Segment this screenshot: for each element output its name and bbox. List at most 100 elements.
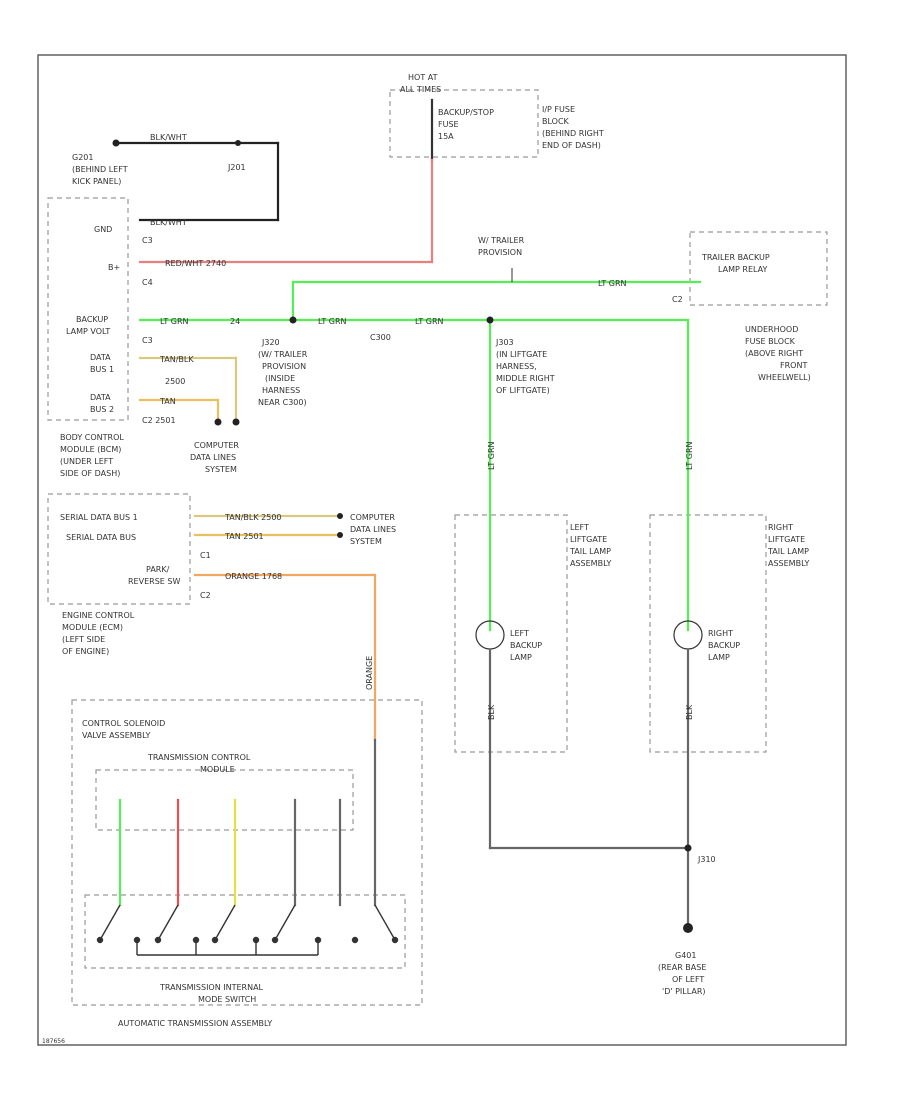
right-tail-lamp-box	[649, 514, 767, 753]
label-tan-blk-2: TAN/BLK 2500	[224, 513, 282, 522]
ecm-box	[47, 493, 191, 605]
label-computer-data-b1: COMPUTER	[350, 513, 395, 522]
label-csv-1: CONTROL SOLENOID	[82, 719, 165, 728]
label-left-backup-3: LAMP	[510, 653, 532, 662]
label-right-backup-2: BACKUP	[708, 641, 740, 650]
label-bcm-4: SIDE OF DASH)	[60, 469, 120, 478]
label-computer-data-2: DATA LINES	[190, 453, 236, 462]
label-all-times: ALL TIMES	[400, 85, 441, 94]
ecm-data-dot-2	[337, 532, 343, 538]
label-bcm-3: (UNDER LEFT	[60, 457, 113, 466]
label-left-backup-2: BACKUP	[510, 641, 542, 650]
label-g201-2: (BEHIND LEFT	[72, 165, 128, 174]
label-right-tail-4: ASSEMBLY	[768, 559, 809, 568]
label-g201-1: G201	[72, 153, 93, 162]
label-j320-5: HARNESS	[262, 386, 300, 395]
label-c2b: C2	[200, 591, 211, 600]
label-trailer-relay-2: LAMP RELAY	[718, 265, 767, 274]
data-bus-dot-1	[214, 418, 222, 426]
tims-switch-contacts	[96, 904, 399, 956]
left-tail-lamp-box	[454, 514, 568, 753]
label-blk-wht-top: BLK/WHT	[150, 133, 187, 142]
label-tan: TAN	[159, 397, 176, 406]
label-j320-2: (W/ TRAILER	[258, 350, 308, 359]
label-underhood-5: WHEELWELL)	[758, 373, 811, 382]
label-g401-3: OF LEFT	[672, 975, 704, 984]
label-wire-24: 24	[230, 317, 240, 326]
label-left-tail-3: TAIL LAMP	[569, 547, 611, 556]
label-lt-grn-1: LT GRN	[160, 317, 189, 326]
label-lt-grn-right: LT GRN	[598, 279, 627, 288]
label-underhood-1: UNDERHOOD	[745, 325, 798, 334]
label-j303-5: OF LIFTGATE)	[496, 386, 550, 395]
label-j320-1: J320	[261, 338, 280, 347]
label-fig-id: 187656	[42, 1038, 65, 1045]
label-computer-data-b3: SYSTEM	[350, 537, 382, 546]
label-orange: ORANGE 1768	[225, 572, 282, 581]
label-j320-6: NEAR C300)	[258, 398, 307, 407]
label-tan-blk: TAN/BLK	[159, 355, 194, 364]
label-blk-v1: BLK	[487, 704, 496, 720]
label-hot-at: HOT AT	[408, 73, 438, 82]
label-trailer-relay-1: TRAILER BACKUP	[701, 253, 770, 262]
label-2500: 2500	[165, 377, 185, 386]
label-computer-data-3: SYSTEM	[205, 465, 237, 474]
label-j320-4: (INSIDE	[265, 374, 295, 383]
label-blk-v2: BLK	[685, 704, 694, 720]
label-c4: C4	[142, 278, 153, 287]
label-ip-fuse-3: (BEHIND RIGHT	[542, 129, 604, 138]
label-tcm-2: MODULE	[200, 765, 235, 774]
label-data-bus-1a: DATA	[90, 353, 111, 362]
label-gnd: GND	[94, 225, 112, 234]
label-c2-2501: C2 2501	[142, 416, 176, 425]
label-bcm-1: BODY CONTROL	[60, 433, 124, 442]
label-ecm-3: (LEFT SIDE	[62, 635, 105, 644]
label-left-tail-4: ASSEMBLY	[570, 559, 611, 568]
label-lt-grn-v2: LT GRN	[685, 441, 694, 470]
label-data-bus-2a: DATA	[90, 393, 111, 402]
label-g401-1: G401	[675, 951, 696, 960]
label-trailer-prov-1: W/ TRAILER	[478, 236, 525, 245]
g401-ground	[683, 923, 693, 933]
label-right-tail-1: RIGHT	[768, 523, 793, 532]
label-tan-2: TAN 2501	[224, 532, 264, 541]
label-j303-3: HARNESS,	[496, 362, 537, 371]
label-j320-3: PROVISION	[262, 362, 306, 371]
label-computer-data-1: COMPUTER	[194, 441, 239, 450]
label-tcm-1: TRANSMISSION CONTROL	[147, 753, 251, 762]
label-ip-fuse-1: I/P FUSE	[542, 105, 575, 114]
j320-junction	[289, 316, 297, 324]
label-right-tail-2: LIFTGATE	[768, 535, 805, 544]
j310-junction	[684, 844, 692, 852]
j303-junction	[486, 316, 494, 324]
diagram-frame	[37, 54, 847, 1046]
label-g201-3: KICK PANEL)	[72, 177, 121, 186]
label-tims-1: TRANSMISSION INTERNAL	[159, 983, 264, 992]
label-underhood-4: FRONT	[780, 361, 807, 370]
label-backup-2: LAMP VOLT	[66, 327, 110, 336]
label-c300: C300	[370, 333, 391, 342]
label-left-tail-1: LEFT	[570, 523, 589, 532]
label-c3: C3	[142, 236, 153, 245]
tcm-box	[95, 769, 354, 831]
label-j303-4: MIDDLE RIGHT	[496, 374, 555, 383]
label-csv-2: VALVE ASSEMBLY	[82, 731, 151, 740]
label-bcm-2: MODULE (BCM)	[60, 445, 121, 454]
label-c1: C1	[200, 551, 211, 560]
label-serial-2: SERIAL DATA BUS	[66, 533, 136, 542]
label-ata: AUTOMATIC TRANSMISSION ASSEMBLY	[118, 1019, 272, 1028]
label-j303-1: J303	[495, 338, 514, 347]
label-j310: J310	[697, 855, 716, 864]
label-right-backup-1: RIGHT	[708, 629, 733, 638]
label-red-wht: RED/WHT 2740	[165, 259, 226, 268]
label-ip-fuse-4: END OF DASH)	[542, 141, 601, 150]
label-park-2: REVERSE SW	[128, 577, 180, 586]
label-c3b: C3	[142, 336, 153, 345]
label-left-tail-2: LIFTGATE	[570, 535, 607, 544]
label-lt-grn-2: LT GRN	[318, 317, 347, 326]
label-backup-1: BACKUP	[76, 315, 108, 324]
label-backup-stop: BACKUP/STOP	[438, 108, 494, 117]
label-c2: C2	[672, 295, 683, 304]
label-left-backup-1: LEFT	[510, 629, 529, 638]
